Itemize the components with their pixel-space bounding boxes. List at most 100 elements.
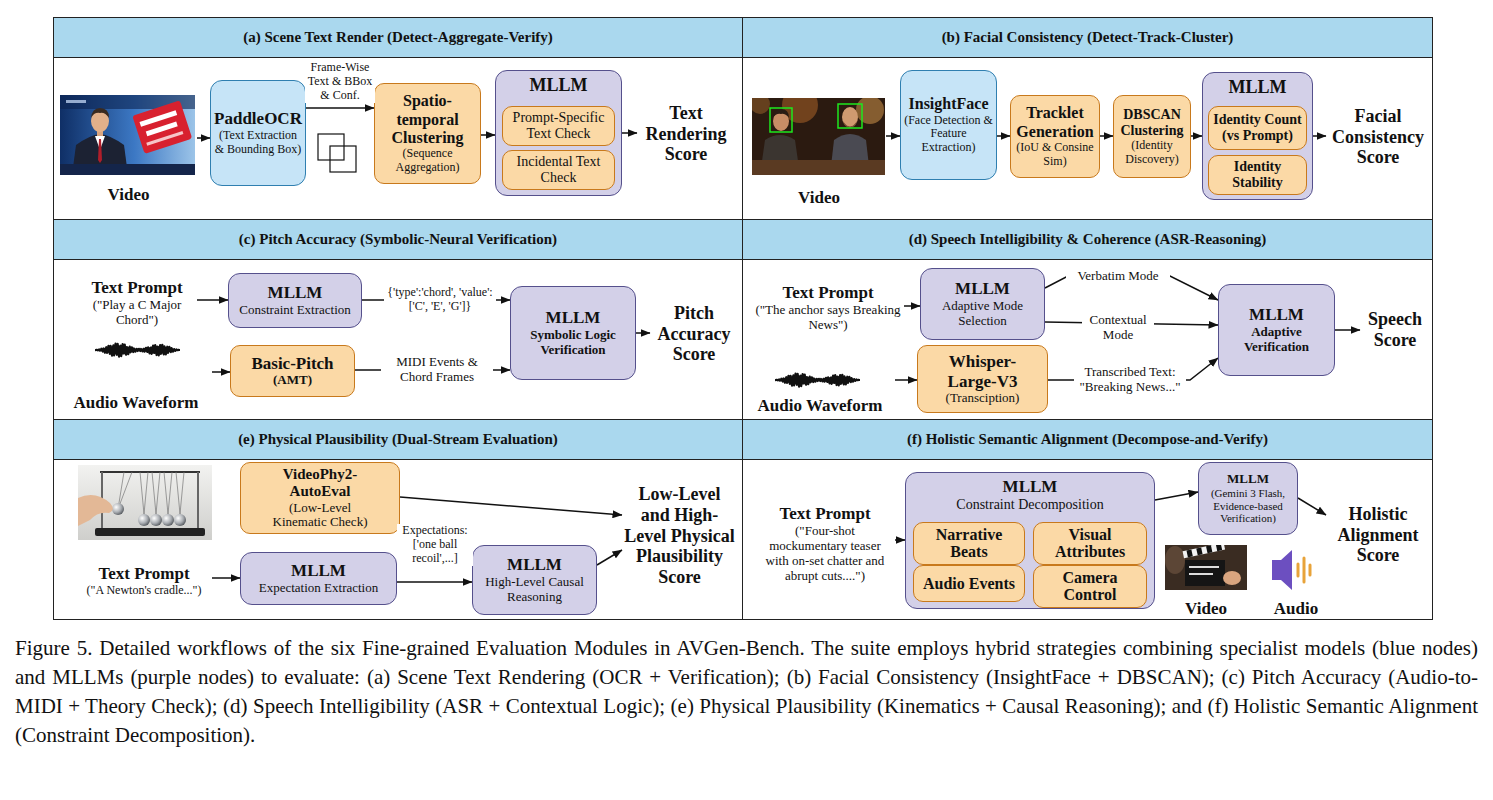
flow-arrow <box>1191 135 1202 137</box>
node-text: MLLM <box>514 308 632 328</box>
node-text: (IoU & Consine Sim) <box>1014 141 1096 169</box>
score-label: Holistic Alignment Score <box>1326 498 1430 572</box>
node-text: MLLM <box>1222 305 1331 325</box>
node-text: PaddleOCR <box>214 109 302 129</box>
figure-caption: Figure 5. Detailed workflows of the six … <box>15 634 1478 750</box>
node-text: ("Play a C Major Chord") <box>79 298 195 328</box>
flow-arrow <box>212 371 230 373</box>
node-text: ("Four-shot mockumentary teaser with on-… <box>757 524 893 584</box>
node-text: Facial Consistency Score <box>1328 106 1428 168</box>
input-label: Text Prompt("The anchor says Breaking Ne… <box>752 268 904 348</box>
node-text: Incidental Text Check <box>506 154 611 186</box>
node-text: DBSCAN Clustering <box>1117 107 1187 139</box>
specialist-box: PaddleOCR(Text Extraction & Bounding Box… <box>210 80 306 186</box>
flow-arrow <box>397 581 472 583</box>
node-text: (AMT) <box>234 373 351 388</box>
node-text: (Identity Discovery) <box>1117 139 1187 167</box>
module-panel: (a) Scene Text Render (Detect-Aggregate-… <box>53 17 743 220</box>
node-text: Speech Score <box>1362 309 1428 350</box>
node-text: Adaptive Verification <box>1222 325 1331 355</box>
node-text: Constraint Extraction <box>232 303 358 318</box>
edge-label: MIDI Events & Chord Frames <box>381 355 493 385</box>
flow-arrow <box>622 132 637 134</box>
flow-arrow <box>306 107 374 109</box>
module-panel: (e) Physical Plausibility (Dual-Stream E… <box>53 419 743 620</box>
process-box: DBSCAN Clustering(Identity Discovery) <box>1113 95 1191 178</box>
node-text: Audio Events <box>917 575 1021 592</box>
news-video-thumbnail <box>60 95 195 175</box>
mllm-box: MLLMPrompt-Specific Text CheckIncidental… <box>495 70 622 196</box>
input-label: Text Prompt("Play a C Major Chord") <box>77 266 197 340</box>
check-box: Prompt-Specific Text Check <box>502 106 615 146</box>
score-label: Pitch Accuracy Score <box>650 298 738 370</box>
waveform-layer <box>95 344 860 387</box>
process-box: Tracklet Generation(IoU & Consine Sim) <box>1010 95 1100 178</box>
newtons-cradle-photo <box>78 465 212 540</box>
flow-arrow <box>1100 135 1113 137</box>
edge-label: Expectations: ['one ball recoil',...] <box>397 524 473 565</box>
node-text: (Low-Level Kinematic Check) <box>261 501 379 531</box>
node-text: Prompt-Specific Text Check <box>506 110 611 142</box>
node-text: Holistic Alignment Score <box>1328 504 1428 566</box>
edge-label: Verbatim Mode <box>1066 269 1170 284</box>
flow-arrow <box>1298 498 1326 515</box>
bar-video-thumbnail <box>752 98 885 175</box>
mllm-box: MLLMAdaptive Verification <box>1218 284 1335 376</box>
node-text: Video <box>60 185 197 205</box>
input-label: Text Prompt("Four-shot mockumentary teas… <box>755 485 895 603</box>
specialist-box: InsightFace(Face Detection & Feature Ext… <box>900 70 997 180</box>
module-panel: (f) Holistic Semantic Alignment (Decompo… <box>742 419 1433 620</box>
edge-label: Contextual Mode <box>1082 313 1154 343</box>
node-text: High-Level Causal Reasoning <box>476 575 593 605</box>
check-box: Identity Stability <box>1208 155 1307 195</box>
panel-title: (b) Facial Consistency (Detect-Track-Clu… <box>743 18 1432 58</box>
node-text: MLLM <box>244 561 393 581</box>
node-text: VideoPhy2-AutoEval <box>261 466 379 501</box>
flow-arrow <box>1155 492 1198 500</box>
edge-label: Transcribed Text: "Breaking News..." <box>1074 365 1186 395</box>
score-label: Facial Consistency Score <box>1326 98 1430 176</box>
constraint-box: Audio Events <box>913 565 1025 602</box>
node-text: MLLM <box>476 555 593 575</box>
audio-input: Audio Waveform <box>745 362 895 416</box>
constraint-box: Narrative Beats <box>913 522 1025 565</box>
node-text: Identity Stability <box>1212 159 1303 191</box>
node-text: Whisper-Large-V3 <box>930 352 1035 391</box>
module-panel: (c) Pitch Accuracy (Symbolic-Neural Veri… <box>53 219 743 420</box>
mllm-box: MLLMAdaptive Mode Selection <box>920 268 1045 340</box>
audio-speaker-icon <box>1272 550 1310 590</box>
node-text: Basic-Pitch <box>234 354 351 374</box>
check-box: Incidental Text Check <box>502 150 615 190</box>
node-text: MLLM <box>924 279 1041 299</box>
clapperboard-video-thumbnail <box>1165 545 1247 590</box>
flow-arrow <box>1313 135 1326 137</box>
node-text: Camera Control <box>1037 569 1143 604</box>
node-text: Pitch Accuracy Score <box>652 303 736 365</box>
node-text: (Transciption) <box>930 391 1035 406</box>
mllm-box: MLLM(Gemini 3 Flash, Evidence-based Veri… <box>1198 462 1298 535</box>
node-text: Video <box>752 188 886 208</box>
node-text: Audio Waveform <box>745 396 895 416</box>
mllm-box: MLLMIdentity Count (vs Prompt)Identity S… <box>1202 72 1313 200</box>
process-box: Spatio-temporal Clustering(Sequence Aggr… <box>374 83 481 184</box>
mllm-box: MLLMSymbolic Logic Verification <box>510 286 636 380</box>
panel-title: (d) Speech Intelligibility & Coherence (… <box>743 220 1432 260</box>
flow-arrow <box>197 137 210 139</box>
node-text: InsightFace <box>904 95 993 113</box>
check-box: Identity Count (vs Prompt) <box>1208 106 1307 150</box>
mllm-box: MLLMExpectation Extraction <box>240 552 397 605</box>
panel-title: (f) Holistic Semantic Alignment (Decompo… <box>743 420 1432 460</box>
node-text: Expectation Extraction <box>244 581 393 596</box>
node-text: Identity Count (vs Prompt) <box>1212 112 1303 144</box>
score-label: Low-Level and High-Level Physical Plausi… <box>622 462 737 610</box>
node-text: Visual Attributes <box>1037 526 1143 561</box>
media-label: Audio <box>1266 599 1326 619</box>
video-input: Video <box>60 95 197 205</box>
mllm-box: MLLMConstraint DecompositionNarrative Be… <box>905 472 1155 609</box>
mllm-box: MLLMConstraint Extraction <box>228 273 362 328</box>
flow-arrow <box>895 539 905 541</box>
constraint-box: Camera Control <box>1033 565 1147 608</box>
node-text: Low-Level and High-Level Physical Plausi… <box>624 484 735 587</box>
node-text: Audio Waveform <box>60 393 212 413</box>
